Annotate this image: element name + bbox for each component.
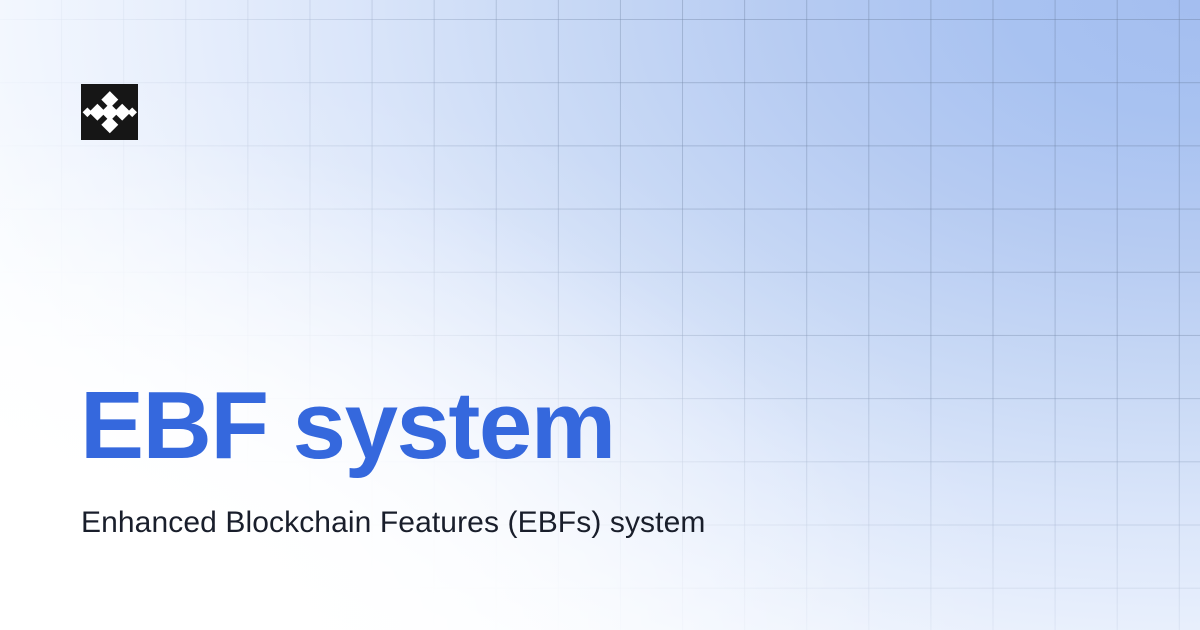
page-subtitle: Enhanced Blockchain Features (EBFs) syst… xyxy=(81,506,706,539)
binance-logo xyxy=(81,84,138,140)
page-title: EBF system xyxy=(80,372,616,479)
